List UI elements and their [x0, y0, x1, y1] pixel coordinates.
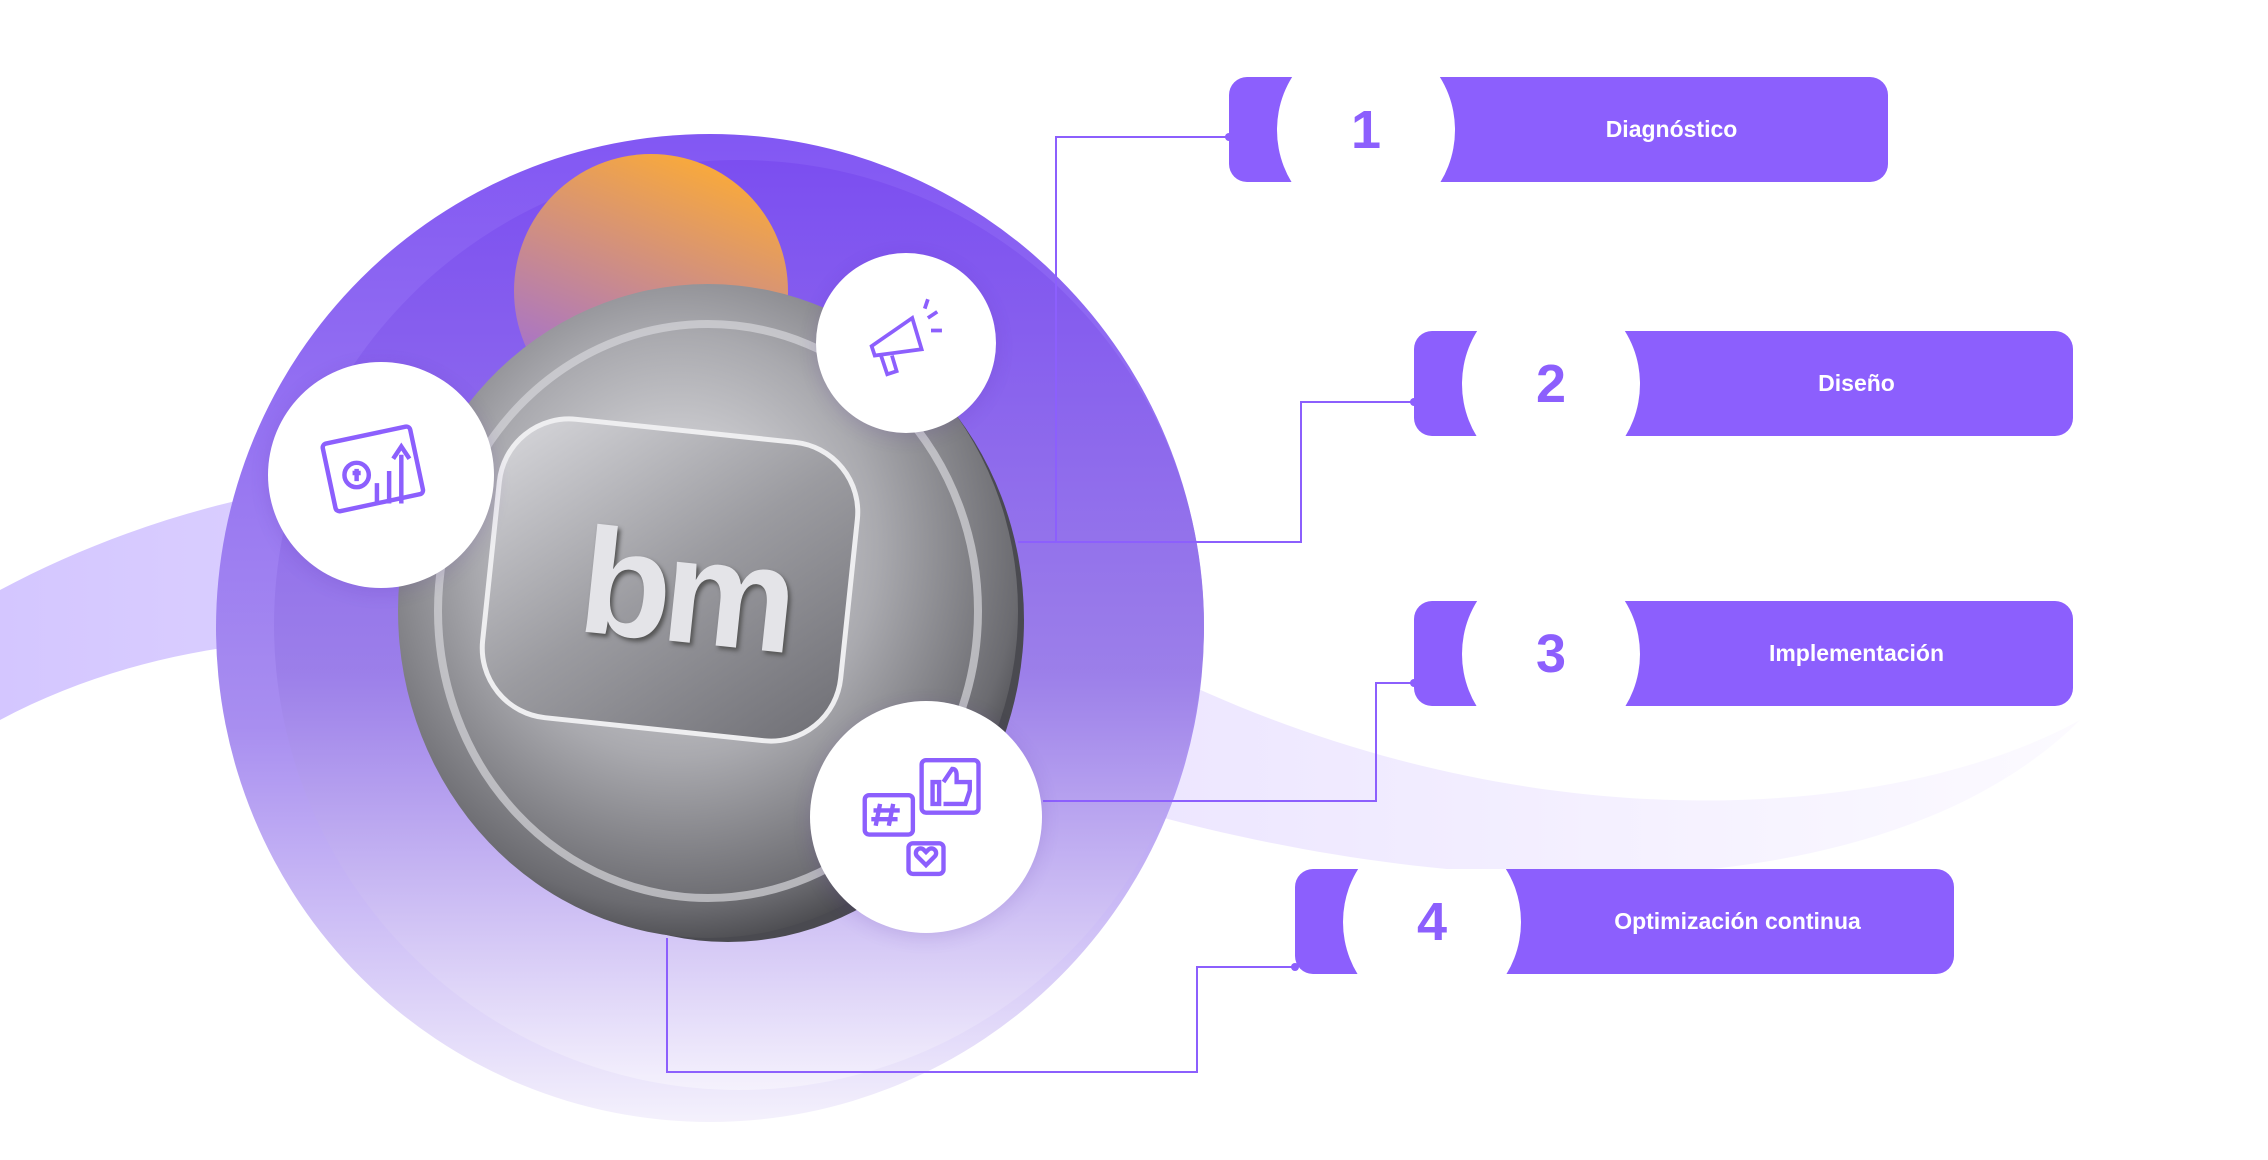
step-label: Diagnóstico: [1605, 116, 1738, 142]
megaphone-icon: [869, 298, 942, 377]
step-number: 3: [1535, 624, 1567, 684]
step-diagnostico: 1 Diagnóstico: [1229, 77, 1888, 182]
analytics-dashboard-icon: [320, 424, 426, 514]
step-number: 1: [1350, 100, 1382, 160]
step-number-badge: 2: [1462, 331, 1640, 436]
social-icon-badge: [810, 701, 1042, 933]
step-number-badge: 4: [1343, 869, 1521, 974]
step-number-badge: 3: [1462, 601, 1640, 706]
step-label: Optimización continua: [1614, 908, 1861, 934]
logo-text: bm: [572, 495, 798, 684]
social-media-icon: [862, 757, 981, 877]
analytics-icon-badge: [268, 362, 494, 588]
step-optimizacion-continua: 4 Optimización continua: [1295, 869, 1954, 974]
megaphone-icon-badge: [816, 253, 996, 433]
coin-logo: bm: [526, 485, 843, 695]
step-number-badge: 1: [1277, 77, 1455, 182]
step-label: Diseño: [1818, 370, 1895, 396]
step-implementacion: 3 Implementación: [1414, 601, 2073, 706]
step-number: 2: [1535, 354, 1567, 414]
step-diseno: 2 Diseño: [1414, 331, 2073, 436]
step-label: Implementación: [1768, 640, 1945, 666]
step-number: 4: [1416, 892, 1448, 952]
